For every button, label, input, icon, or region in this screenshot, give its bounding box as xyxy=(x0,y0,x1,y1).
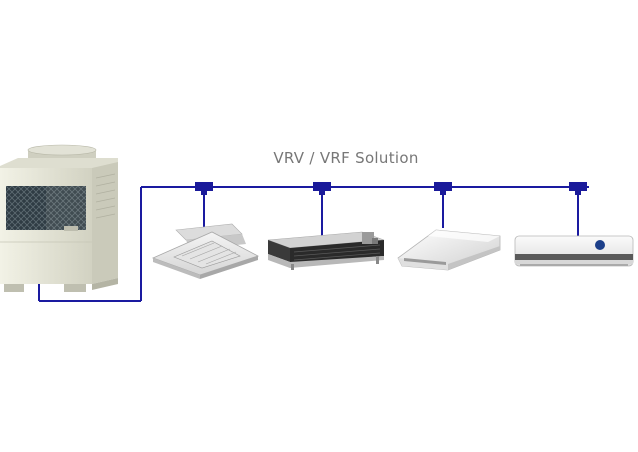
branch-connector-icon xyxy=(569,182,587,195)
ceiling-cassette-icon xyxy=(151,223,260,279)
branch-connector-icon xyxy=(313,182,331,195)
brand-logo-icon xyxy=(595,240,605,250)
outdoor-condenser-icon xyxy=(0,144,118,292)
wall-split-icon xyxy=(514,235,634,267)
branch-connector-icon xyxy=(434,182,452,195)
refrigerant-piping xyxy=(38,182,589,302)
ceiling-suspended-icon xyxy=(397,229,501,271)
ducted-indoor-icon xyxy=(267,231,385,270)
diagram-title: VRV / VRF Solution xyxy=(273,149,418,167)
branch-connector-icon xyxy=(195,182,213,195)
